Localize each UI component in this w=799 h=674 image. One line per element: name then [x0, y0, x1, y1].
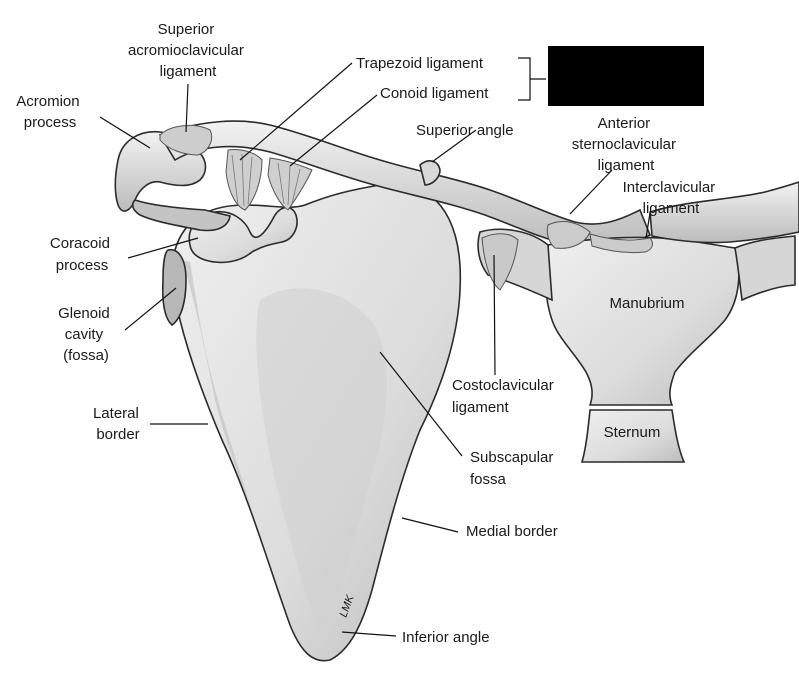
superior-acromioclavicular-ligament-shape [159, 124, 213, 156]
label-inferior-angle: Inferior angle [402, 629, 490, 646]
anterior-sternoclavicular-ligament-shape [546, 221, 591, 249]
clavicle-shape [158, 120, 652, 250]
label-line: Coracoid [50, 235, 110, 252]
label-anterior-sternoclavicular: Anterior sternoclavicular ligament [572, 115, 680, 174]
label-costoclavicular: Costoclavicular ligament [452, 377, 558, 416]
label-coracoid-process: Coracoid process [50, 235, 114, 274]
label-interclavicular: Interclavicular ligament [623, 179, 720, 217]
ligament-bracket [518, 57, 546, 101]
label-glenoid-cavity: Glenoid cavity (fossa) [58, 305, 114, 364]
label-line: Superior [158, 21, 215, 38]
label-line: fossa [470, 471, 507, 488]
label-medial-border: Medial border [466, 523, 558, 540]
label-line: process [24, 114, 77, 131]
manubrium-shape [544, 236, 740, 406]
label-trapezoid-ligament: Trapezoid ligament [356, 55, 484, 72]
label-line: cavity [65, 326, 104, 343]
first-rib-right [734, 235, 796, 302]
label-line: ligament [160, 63, 218, 80]
lateral-border-ridge [182, 260, 255, 520]
label-line: acromioclavicular [128, 42, 244, 59]
label-line: Interclavicular [623, 179, 716, 196]
label-superior-angle: Superior angle [416, 122, 514, 139]
costoclavicular-ligament-shape [481, 233, 519, 291]
sternum-shape [580, 409, 686, 463]
label-line: Acromion [16, 93, 79, 110]
glenoid-cavity-shape [161, 249, 187, 327]
redaction-box [548, 46, 704, 106]
label-acromion-process: Acromion process [16, 93, 84, 131]
interclavicular-ligament-shape [589, 233, 653, 253]
label-line: process [56, 257, 109, 274]
label-line: Anterior [598, 115, 651, 132]
right-clavicle-stub [649, 181, 799, 244]
trapezoid-ligament-shape [225, 149, 263, 211]
label-line: Glenoid [58, 305, 110, 322]
label-superior-acromioclavicular: Superior acromioclavicular ligament [128, 21, 248, 80]
label-line: (fossa) [63, 347, 109, 364]
label-lateral-border: Lateral border [93, 405, 143, 443]
label-line: Costoclavicular [452, 377, 554, 394]
leader-lines [99, 62, 651, 637]
label-line: Subscapular [470, 449, 553, 466]
label-line: ligament [452, 399, 510, 416]
label-subscapular-fossa: Subscapular fossa [470, 449, 558, 488]
label-line: ligament [598, 157, 656, 174]
ligament-fibers [231, 153, 301, 207]
label-line: Lateral [93, 405, 139, 422]
label-conoid-ligament: Conoid ligament [380, 85, 489, 102]
label-line: sternoclavicular [572, 136, 676, 153]
subscapular-fossa-shading [256, 288, 387, 630]
label-sternum: Sternum [604, 424, 661, 441]
label-manubrium: Manubrium [609, 295, 684, 312]
label-line: ligament [643, 200, 701, 217]
superior-angle-shape [419, 160, 441, 186]
label-line: border [96, 426, 139, 443]
acromion-underside [131, 199, 231, 232]
